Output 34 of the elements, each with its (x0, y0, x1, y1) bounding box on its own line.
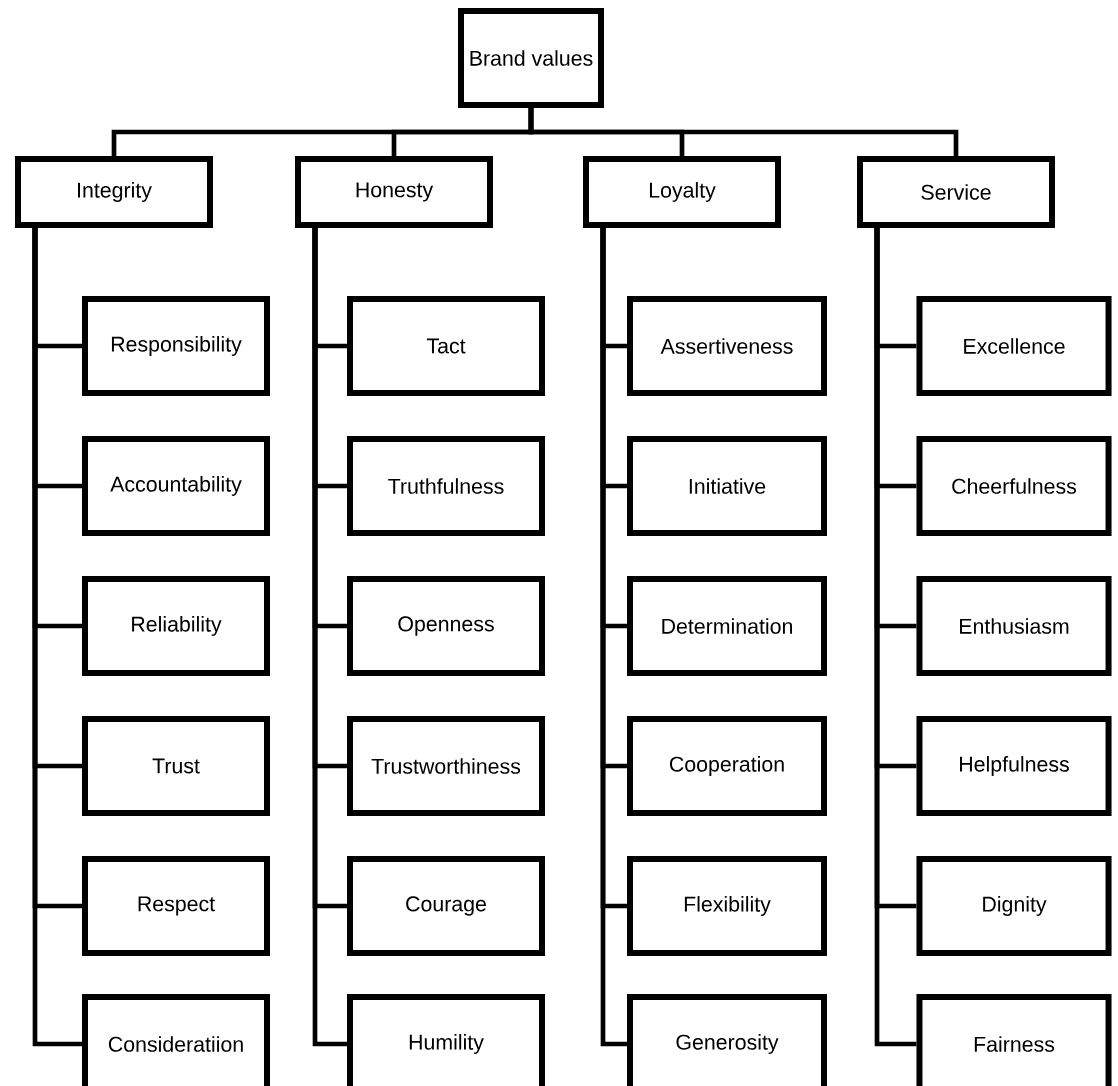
value-box: Humility (347, 994, 545, 1086)
value-box: Responsibility (82, 296, 270, 396)
value-box: Fairness (916, 994, 1112, 1086)
value-box: Courage (347, 856, 545, 956)
value-box: Reliability (82, 576, 270, 676)
category-box: Loyalty (583, 156, 781, 228)
value-box: Accountability (82, 436, 270, 536)
value-box: Trustworthiness (347, 716, 545, 816)
value-box: Truthfulness (347, 436, 545, 536)
value-box: Openness (347, 576, 545, 676)
value-box: Excellence (916, 296, 1112, 396)
value-box: Flexibility (627, 856, 827, 956)
category-box: Service (857, 156, 1055, 228)
value-box: Generosity (627, 994, 827, 1086)
value-box: Initiative (627, 436, 827, 536)
value-box: Assertiveness (627, 296, 827, 396)
category-box: Honesty (295, 156, 493, 228)
connector-line (528, 108, 959, 156)
value-box: Trust (82, 716, 270, 816)
title-box: Brand values (458, 8, 604, 108)
value-box: Cooperation (627, 716, 827, 816)
value-box: Tact (347, 296, 545, 396)
value-box: Enthusiasm (916, 576, 1112, 676)
value-box: Consideratiion (82, 994, 270, 1086)
connector-line (600, 228, 627, 1047)
connector-line (32, 228, 82, 1047)
category-box: Integrity (15, 156, 213, 228)
connector-line (312, 228, 347, 1047)
value-box: Cheerfulness (916, 436, 1112, 536)
connector-line (874, 228, 917, 1047)
value-box: Respect (82, 856, 270, 956)
value-box: Determination (627, 576, 827, 676)
value-box: Dignity (916, 856, 1112, 956)
value-box: Helpfulness (916, 716, 1112, 816)
